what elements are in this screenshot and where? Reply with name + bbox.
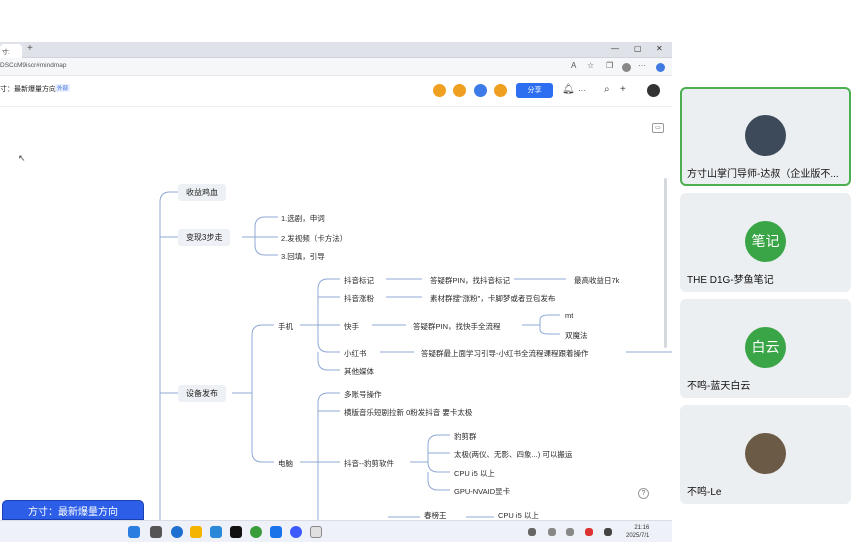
- collaborator-avatar[interactable]: [473, 83, 488, 98]
- participant-avatar: 笔记: [745, 221, 786, 262]
- node-other-media[interactable]: 其他媒体: [344, 367, 374, 376]
- profile-icon[interactable]: [622, 63, 631, 72]
- tray-icon[interactable]: [548, 528, 556, 536]
- task-view-icon[interactable]: [150, 526, 162, 538]
- app-icon[interactable]: [310, 526, 322, 538]
- maximize-icon[interactable]: ▢: [634, 44, 642, 53]
- clock-date: 2025/7/1: [626, 533, 650, 539]
- participant-avatar: [745, 433, 786, 474]
- participant-card[interactable]: 笔记 THE D1G-梦鱼笔记: [680, 193, 851, 292]
- chrome-icon[interactable]: [250, 526, 262, 538]
- vertical-scrollbar[interactable]: [664, 178, 667, 348]
- tray-icon[interactable]: [528, 528, 536, 536]
- participant-name: 不鸣-蓝天白云: [687, 381, 751, 392]
- search-icon[interactable]: ⌕: [604, 84, 610, 95]
- close-window-icon[interactable]: ✕: [656, 44, 663, 53]
- screen-top-margin: [0, 0, 672, 42]
- new-tab-icon[interactable]: +: [27, 43, 33, 54]
- node-kuaishou-mt[interactable]: mt: [565, 311, 574, 320]
- node-gpu[interactable]: GPU-NVAID显卡: [454, 487, 511, 496]
- start-icon[interactable]: [128, 526, 140, 538]
- address-bar: DSCcM9iscr#mindmap A ☆ ❐ ···: [0, 58, 672, 76]
- system-clock[interactable]: 21:16 2025/7/1: [626, 524, 649, 540]
- node-douyin-baojian[interactable]: 抖音--豹剪软件: [344, 459, 394, 468]
- node-partial-right[interactable]: CPU i5 以上: [498, 511, 539, 520]
- collections-icon[interactable]: ❐: [606, 61, 614, 70]
- node-xhs-detail[interactable]: 答疑群最上面学习引导-小红书全流程课程跟着操作: [421, 349, 589, 358]
- app-icon[interactable]: [290, 526, 302, 538]
- tray-icon[interactable]: [585, 528, 593, 536]
- participant-card[interactable]: 方寸山掌门导师-达叔（企业版不...: [680, 87, 851, 186]
- url-field[interactable]: DSCcM9iscr#mindmap: [0, 62, 67, 69]
- minimize-icon[interactable]: —: [611, 44, 619, 53]
- wifi-icon[interactable]: [604, 528, 612, 536]
- doc-title: 寸：最新爆量方向: [0, 86, 56, 93]
- browser-tab-bar: 寸: + — ▢ ✕: [0, 42, 672, 58]
- read-aloud-icon[interactable]: A: [571, 61, 577, 70]
- browser-tab-label: 寸:: [2, 50, 10, 56]
- node-taiji[interactable]: 太极(两仪、无影、四象...) 可以搬运: [454, 450, 573, 459]
- file-explorer-icon[interactable]: [190, 526, 202, 538]
- node-step-1[interactable]: 1.选剧，申词: [281, 214, 325, 223]
- mouse-cursor-icon: ↖: [18, 153, 26, 163]
- mindmap-canvas[interactable]: 收益鸡血 变现3步走 设备发布 1.选剧，申词 2.发视频（卡方法） 3.回填，…: [0, 107, 672, 520]
- node-douyin-mark[interactable]: 抖音标记: [344, 276, 374, 285]
- topic-banner: 方寸：最新爆量方向: [2, 500, 144, 520]
- share-label: 分享: [527, 87, 542, 94]
- node-cpu[interactable]: CPU i5 以上: [454, 469, 495, 478]
- node-step-3[interactable]: 3.回填，引导: [281, 252, 325, 261]
- comment-icon[interactable]: ▭: [652, 123, 664, 133]
- add-icon[interactable]: +: [620, 84, 626, 95]
- clock-time: 21:16: [634, 525, 650, 531]
- more-menu-icon[interactable]: ···: [578, 86, 586, 95]
- node-phone[interactable]: 手机: [278, 322, 293, 331]
- node-kuaishou-detail[interactable]: 答疑群PIN，找快手全流程: [413, 322, 501, 331]
- collaborator-avatar[interactable]: [432, 83, 447, 98]
- capcut-icon[interactable]: [230, 526, 242, 538]
- participant-card[interactable]: 白云 不鸣-蓝天白云: [680, 299, 851, 398]
- node-baojian-group[interactable]: 豹剪群: [454, 432, 477, 441]
- node-douyin-income[interactable]: 最高收益日7k: [574, 276, 620, 285]
- collaborator-avatar[interactable]: [452, 83, 467, 98]
- node-partial-left[interactable]: 春榜王: [424, 511, 447, 520]
- browser-tab[interactable]: 寸:: [0, 44, 22, 58]
- node-device-publish[interactable]: 设备发布: [178, 385, 226, 402]
- node-step-2[interactable]: 2.发视频（卡方法）: [281, 234, 348, 243]
- share-button[interactable]: 分享: [516, 83, 553, 98]
- node-pc[interactable]: 电脑: [278, 459, 293, 468]
- tray-icon[interactable]: [566, 528, 574, 536]
- node-monetize-steps[interactable]: 变现3步走: [178, 229, 231, 246]
- bell-icon[interactable]: 🔔︎: [562, 84, 575, 95]
- document-toolbar: 寸：最新爆量方向 外部 分享 🔔︎ ··· ⌕ +: [0, 77, 672, 107]
- topic-banner-text: 方寸：最新爆量方向: [28, 507, 118, 518]
- participant-name: 不鸣-Le: [687, 487, 722, 498]
- participant-avatar: 白云: [745, 327, 786, 368]
- node-douyin-fans-detail[interactable]: 素材群搜"涨粉"，卡脚梦或者豆包发布: [430, 294, 556, 303]
- node-douyin-fans[interactable]: 抖音涨粉: [344, 294, 374, 303]
- copilot-icon[interactable]: [656, 63, 665, 72]
- node-multi-account[interactable]: 多账号操作: [344, 390, 382, 399]
- participant-name: 方寸山掌门导师-达叔（企业版不...: [687, 169, 839, 180]
- participant-avatar: [745, 115, 786, 156]
- help-icon[interactable]: ?: [638, 488, 649, 499]
- edge-icon[interactable]: [171, 526, 183, 538]
- favorite-star-icon[interactable]: ☆: [587, 61, 595, 70]
- node-xiaohongshu[interactable]: 小红书: [344, 349, 367, 358]
- mindmap-connectors: [159, 191, 672, 520]
- node-kuaishou[interactable]: 快手: [344, 322, 359, 331]
- node-kuaishou-double[interactable]: 双魔法: [565, 331, 588, 340]
- node-landscape-music[interactable]: 横版音乐短剧拉新 0粉发抖音 要卡太极: [344, 408, 473, 417]
- node-income[interactable]: 收益鸡血: [178, 184, 226, 201]
- participant-name: THE D1G-梦鱼笔记: [687, 275, 774, 286]
- store-icon[interactable]: [210, 526, 222, 538]
- app-icon[interactable]: [270, 526, 282, 538]
- node-douyin-mark-detail[interactable]: 答疑群PIN，找抖音标记: [430, 276, 511, 285]
- external-badge: 外部: [55, 84, 71, 92]
- collaborator-avatar[interactable]: [493, 83, 508, 98]
- screen-bottom-margin: [0, 542, 672, 559]
- user-avatar[interactable]: [646, 83, 661, 98]
- participant-card[interactable]: 不鸣-Le: [680, 405, 851, 504]
- windows-taskbar: 21:16 2025/7/1: [0, 520, 672, 542]
- browser-menu-icon[interactable]: ···: [638, 61, 646, 70]
